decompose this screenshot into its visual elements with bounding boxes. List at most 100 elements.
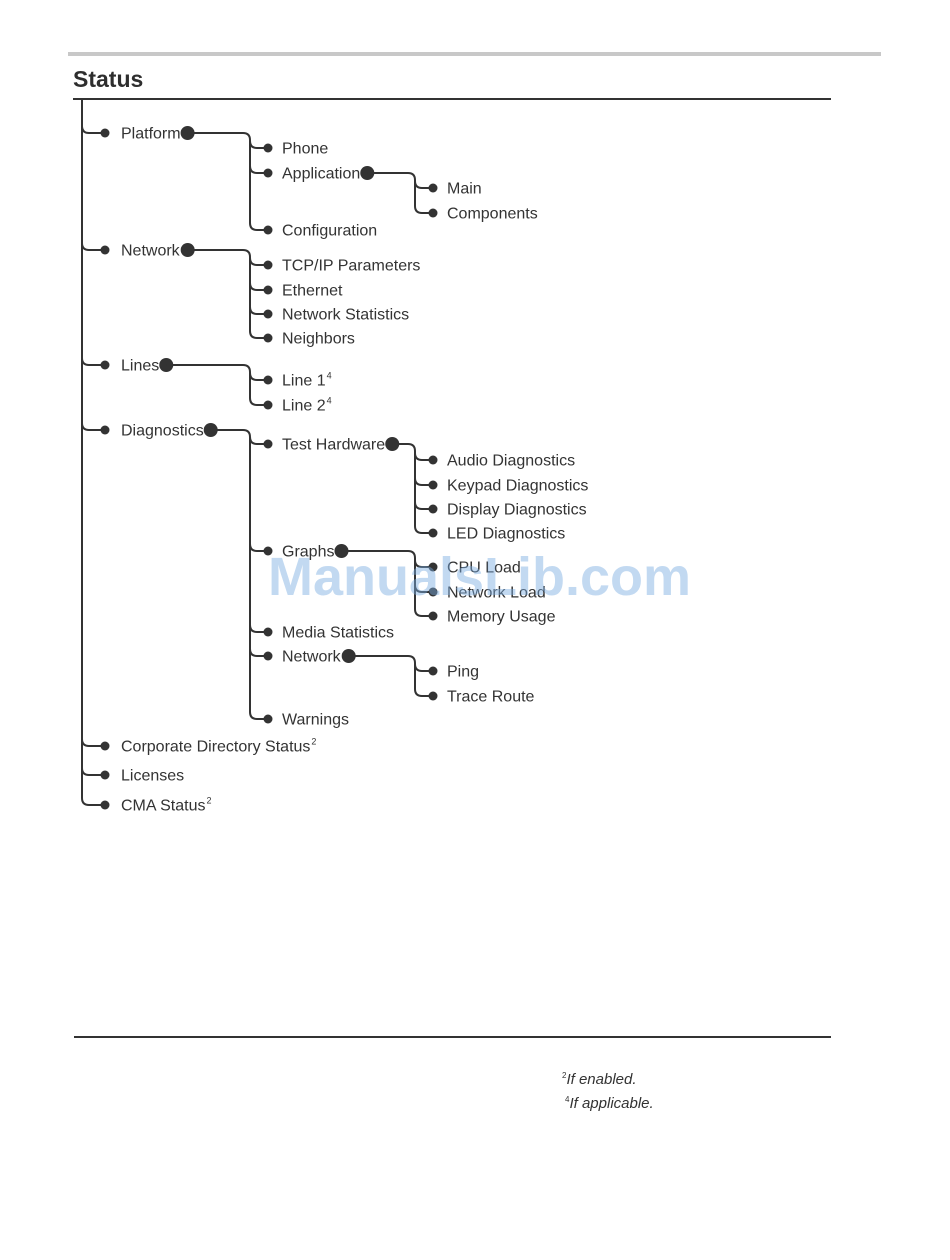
tree-node-keypad-diagnostics: Keypad Diagnostics <box>447 478 588 495</box>
tree-connector <box>249 648 268 657</box>
tree-branch-line <box>166 364 251 373</box>
tree-node-phone: Phone <box>282 141 328 158</box>
tree-node-label: Audio Diagnostics <box>447 453 575 470</box>
tree-branch-line <box>210 429 251 438</box>
tree-node-network: Network <box>282 649 342 666</box>
tree-bullet <box>263 333 273 343</box>
tree-node-label: Application <box>282 166 360 183</box>
tree-bullet <box>428 587 438 597</box>
tree-node-test-hardware: Test Hardware <box>282 437 385 454</box>
tree-bullet <box>263 143 273 153</box>
tree-connector <box>249 624 268 633</box>
tree-branch-line <box>348 655 416 664</box>
tree-bullet <box>263 439 273 449</box>
tree-connector <box>414 663 433 672</box>
tree-node-label: Ping <box>447 664 479 681</box>
tree-node-ethernet: Ethernet <box>282 283 343 300</box>
tree-connector <box>414 584 433 593</box>
tree-bullet <box>100 741 110 751</box>
tree-node-label: CPU Load <box>447 560 521 577</box>
tree-bullet <box>100 425 110 435</box>
tree-connector <box>249 372 268 381</box>
tree-node-label: Keypad Diagnostics <box>447 478 588 495</box>
tree-connector <box>81 767 105 776</box>
tree-node-label: Trace Route <box>447 689 535 706</box>
tree-connector <box>414 452 433 461</box>
tree-connector <box>81 357 105 366</box>
tree-node-neighbors: Neighbors <box>282 331 355 348</box>
tree-connector <box>249 330 268 339</box>
tree-bullet <box>428 666 438 676</box>
tree-node-tcp-ip-parameters: TCP/IP Parameters <box>282 258 420 275</box>
tree-branch-line <box>341 550 416 559</box>
tree-bullet <box>428 611 438 621</box>
tree-node-label: Network <box>121 243 181 260</box>
tree-node-label: Display Diagnostics <box>447 502 587 519</box>
tree-connector <box>414 559 433 568</box>
tree-node-configuration: Configuration <box>282 223 377 240</box>
tree-node-label: TCP/IP Parameters <box>282 258 420 275</box>
tree-bullet <box>100 800 110 810</box>
tree-node-cpu-load: CPU Load <box>447 560 521 577</box>
tree-branch-line <box>367 172 416 181</box>
tree-node-network-load: Network Load <box>447 585 546 602</box>
tree-node-label: Lines <box>121 358 159 375</box>
tree-connector <box>249 140 268 149</box>
tree-node-line-1: Line 14 <box>282 371 332 390</box>
tree-bullet <box>263 714 273 724</box>
tree-bullet <box>263 309 273 319</box>
tree-node-label: CMA Status <box>121 798 205 815</box>
tree-node-label: Platform <box>121 126 181 143</box>
tree-connector <box>414 180 433 189</box>
tree-bullet <box>263 546 273 556</box>
tree-node-label: Graphs <box>282 544 334 561</box>
footnote-mark: 2 <box>562 1071 567 1080</box>
tree-node-label: LED Diagnostics <box>447 526 565 543</box>
footnote-text: If enabled. <box>566 1071 637 1088</box>
tree-bullet <box>428 528 438 538</box>
tree-node-label: Main <box>447 181 482 198</box>
tree-bullet <box>428 183 438 193</box>
title-rule <box>73 98 831 100</box>
tree-connector <box>249 397 268 406</box>
footnote-marker: 2 <box>206 796 211 806</box>
tree-node-warnings: Warnings <box>282 712 349 729</box>
footnote-text: If applicable. <box>569 1095 654 1112</box>
tree-node-label: Components <box>447 206 538 223</box>
tree-connector <box>81 738 105 747</box>
tree-bullet <box>263 375 273 385</box>
top-rule <box>68 52 881 56</box>
tree-connector <box>414 477 433 486</box>
tree-node-label: Configuration <box>282 223 377 240</box>
tree-node-media-statistics: Media Statistics <box>282 625 394 642</box>
tree-connector <box>249 306 268 315</box>
tree-bullet <box>428 455 438 465</box>
tree-connector <box>414 608 433 617</box>
tree-connector <box>249 257 268 266</box>
tree-connector <box>249 282 268 291</box>
tree-connector <box>81 242 105 251</box>
tree-bullet <box>428 691 438 701</box>
tree-bullet <box>100 770 110 780</box>
tree-bullet <box>100 128 110 138</box>
tree-bullet <box>263 225 273 235</box>
tree-bullet <box>428 480 438 490</box>
tree-node-display-diagnostics: Display Diagnostics <box>447 502 587 519</box>
tree-bullet <box>263 168 273 178</box>
tree-bullet <box>263 651 273 661</box>
tree-node-led-diagnostics: LED Diagnostics <box>447 526 565 543</box>
tree-node-audio-diagnostics: Audio Diagnostics <box>447 453 575 470</box>
tree-node-label: Network Load <box>447 585 546 602</box>
tree-connector <box>81 797 105 806</box>
footnote-mark: 4 <box>565 1095 570 1104</box>
tree-bullet <box>263 285 273 295</box>
tree-node-corporate-directory-status: Corporate Directory Status2 <box>121 737 316 756</box>
tree-node-lines: Lines <box>121 358 159 375</box>
tree-bullet <box>428 208 438 218</box>
tree-node-label: Diagnostics <box>121 423 204 440</box>
tree-node-label: Media Statistics <box>282 625 394 642</box>
footnote-2: 2If enabled. <box>562 1066 654 1090</box>
tree-bullet <box>263 400 273 410</box>
footnote-marker: 4 <box>327 396 332 406</box>
